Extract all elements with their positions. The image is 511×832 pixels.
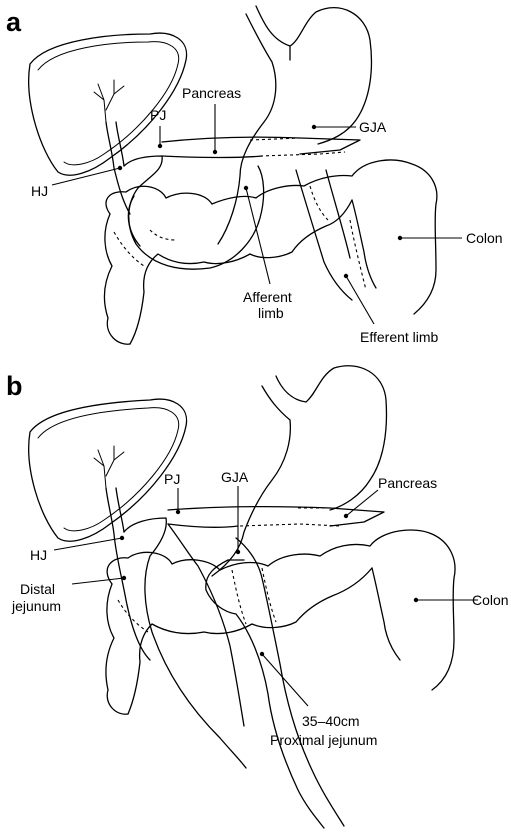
panel-b-pj-label: PJ xyxy=(164,471,180,487)
panel-a-stomach xyxy=(218,6,371,244)
panel-b-distal-label-2: jejunum xyxy=(11,598,61,614)
panel-b-liver xyxy=(29,399,187,541)
panel-b-letter: b xyxy=(6,371,23,401)
panel-b-pancreas xyxy=(168,507,384,528)
panel-b-distal-leader xyxy=(72,578,124,584)
panel-b-colon-label: Colon xyxy=(472,592,509,608)
panel-b-proximal-dot xyxy=(260,652,264,656)
panel-a-colon-label: Colon xyxy=(466,230,503,246)
panel-a-pancreas-dot xyxy=(213,150,217,154)
panel-a-letter: a xyxy=(6,7,22,37)
panel-a-afferent-leader xyxy=(246,188,270,284)
panel-b: b xyxy=(6,366,509,828)
panel-a-efferent-label: Efferent limb xyxy=(360,329,439,345)
panel-b-distal-dot xyxy=(122,576,126,580)
panel-a-limbs xyxy=(296,170,366,300)
panel-a-jejunal-loop xyxy=(124,156,264,269)
panel-b-proximal-limb xyxy=(206,538,344,828)
panel-b-hj-label: HJ xyxy=(30,547,47,563)
panel-b-distal-label-1: Distal xyxy=(20,581,55,597)
panel-a-pj-dot xyxy=(158,144,162,148)
panel-a-hj-leader xyxy=(52,168,120,185)
panel-b-hj-leader xyxy=(54,538,122,550)
panel-b-colon xyxy=(106,530,455,714)
panel-b-proximal-label-1: 35–40cm xyxy=(302,713,360,729)
panel-b-pancreas-dot xyxy=(344,514,348,518)
panel-a-liver xyxy=(29,33,187,175)
panel-a-gja-label: GJA xyxy=(359,119,387,135)
panel-a-afferent-label-2: limb xyxy=(258,305,284,321)
panel-b-pancreas-label: Pancreas xyxy=(378,475,437,491)
panel-a-hj-dot xyxy=(118,166,122,170)
panel-a-afferent-dot xyxy=(244,186,248,190)
panel-a-gja-dot xyxy=(312,125,316,129)
panel-a-afferent-label-1: Afferent xyxy=(243,289,292,305)
panel-a-efferent-leader xyxy=(346,276,374,324)
panel-a-colon-dot xyxy=(398,236,402,240)
panel-b-gja-dot xyxy=(236,550,240,554)
panel-b-pancreas-leader xyxy=(346,490,378,516)
panel-b-colon-dot xyxy=(414,598,418,602)
panel-b-gja-label: GJA xyxy=(221,469,249,485)
panel-a: a xyxy=(6,6,503,345)
panel-a-pj-label: PJ xyxy=(150,107,166,123)
panel-a-efferent-dot xyxy=(344,274,348,278)
panel-a-pancreas-label: Pancreas xyxy=(182,85,241,101)
panel-b-proximal-label-2: Proximal jejunum xyxy=(270,732,377,748)
panel-a-hj-label: HJ xyxy=(31,183,48,199)
panel-b-pj-dot xyxy=(176,510,180,514)
panel-b-hj-dot xyxy=(120,536,124,540)
panel-b-distal-limb xyxy=(124,518,246,768)
